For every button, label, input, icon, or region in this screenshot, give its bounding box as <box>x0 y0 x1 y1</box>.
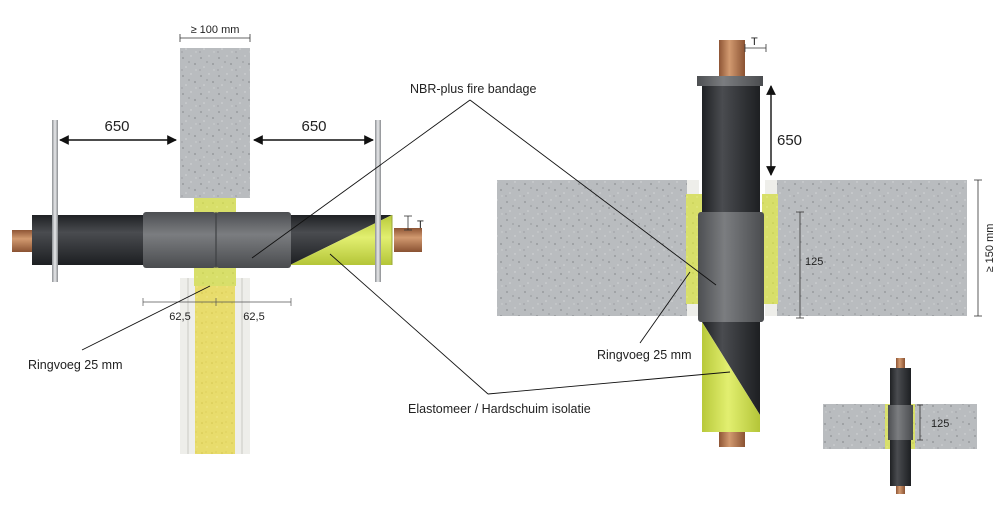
small-pipe-bottom <box>896 484 905 494</box>
floor-ring-right <box>762 194 778 304</box>
bandage-right-half <box>216 212 291 268</box>
rod-right <box>375 120 381 282</box>
label-thickness-left: T <box>417 219 424 231</box>
small-concrete-left <box>823 404 885 449</box>
vpipe-clamp <box>697 76 763 86</box>
small-concrete-right <box>915 404 977 449</box>
ring-joint-top <box>194 198 236 214</box>
vinsulation-green <box>702 322 760 432</box>
insulation-green <box>290 215 392 265</box>
label-joint-left: 62,5 <box>169 311 190 323</box>
rod-left <box>52 120 58 282</box>
small-floor-drawing: 125 <box>823 358 977 494</box>
label-wall-min: ≥ 100 mm <box>191 24 240 36</box>
label-dist-right: 650 <box>301 118 326 135</box>
label-thickness-right: T <box>751 36 758 48</box>
floor-concrete-left <box>497 180 687 316</box>
label-fire-bandage: NBR-plus fire bandage <box>410 82 537 96</box>
vbandage <box>698 212 764 322</box>
left-wall-drawing: ≥ 100 mm 650 650 T 62,5 62,5 Ringvoeg 25… <box>12 24 424 454</box>
pipe-right-end <box>394 228 422 252</box>
right-floor-drawing: T 650 125 ≥ 150 mm Ringvoeg 25 mm <box>497 36 996 447</box>
label-joint-right: 62,5 <box>243 311 264 323</box>
small-bandage <box>888 405 913 440</box>
label-ringvoeg-right: Ringvoeg 25 mm <box>597 348 692 362</box>
label-dist-left: 650 <box>104 118 129 135</box>
label-dist-vertical: 650 <box>777 132 802 149</box>
wall-mineral-wool <box>195 286 235 454</box>
label-elastomer: Elastomeer / Hardschuim isolatie <box>408 402 591 416</box>
label-floor-min: ≥ 150 mm <box>984 224 996 273</box>
label-bandage-len-small: 125 <box>931 418 949 430</box>
shared-callouts: NBR-plus fire bandage Elastomeer / Hards… <box>251 82 731 416</box>
vpipe-top <box>719 40 745 80</box>
floor-concrete-right <box>777 180 967 316</box>
bandage-left-half <box>143 212 216 268</box>
label-ringvoeg-left: Ringvoeg 25 mm <box>28 358 123 372</box>
wall-concrete-top <box>180 48 250 198</box>
small-pipe-top <box>896 358 905 370</box>
label-bandage-len: 125 <box>805 256 823 268</box>
